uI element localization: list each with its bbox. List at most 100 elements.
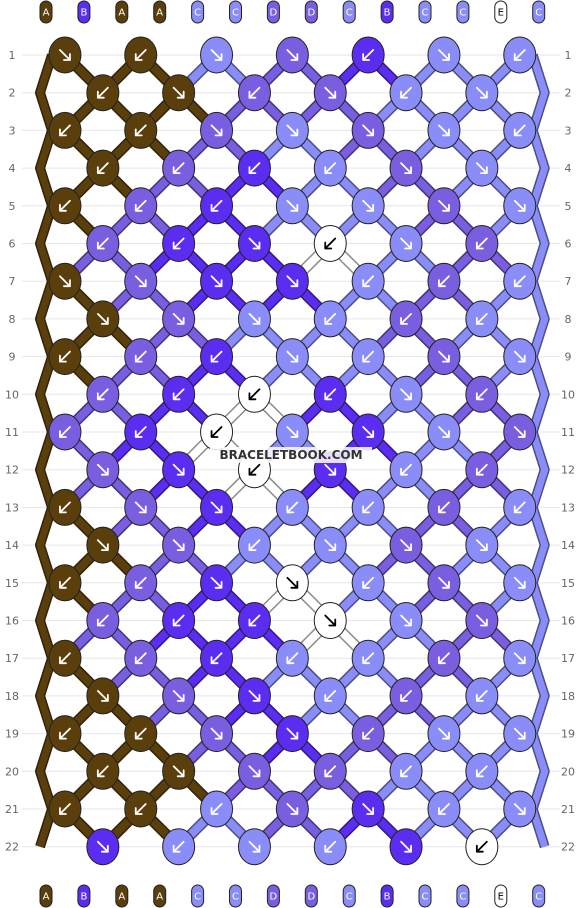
knot xyxy=(48,488,82,526)
arrow-down-right-icon xyxy=(324,463,337,476)
row-number-right: 9 xyxy=(565,351,572,364)
row-number-left: 21 xyxy=(5,803,19,816)
knot xyxy=(427,36,461,74)
arrow-down-left-icon xyxy=(134,727,147,740)
row-number-right: 6 xyxy=(565,238,572,251)
row-number-right: 7 xyxy=(565,275,572,288)
knot xyxy=(427,111,461,149)
arrow-down-right-icon xyxy=(513,727,526,740)
arrow-down-left-icon xyxy=(59,199,71,212)
arrow-down-left-icon xyxy=(134,350,147,363)
arrow-down-right-icon xyxy=(475,614,488,627)
arrow-down-left-icon xyxy=(210,652,223,665)
row-number-left: 6 xyxy=(9,238,16,251)
row-number-left: 1 xyxy=(9,49,16,62)
bottom-strand-letter: B xyxy=(80,892,87,903)
arrow-down-left-icon xyxy=(248,162,261,174)
knot xyxy=(48,187,82,225)
row-number-left: 19 xyxy=(5,728,19,741)
arrow-down-left-icon xyxy=(210,350,223,363)
top-strand-pill xyxy=(77,0,91,24)
knot xyxy=(86,149,120,187)
arrow-down-right-icon xyxy=(172,313,185,325)
bottom-strand-letter: A xyxy=(43,892,50,903)
knot xyxy=(124,413,158,451)
arrow-down-left-icon xyxy=(172,237,185,250)
knot xyxy=(237,74,271,112)
knot xyxy=(48,564,82,602)
knot xyxy=(275,187,309,225)
bottom-strand-letter: E xyxy=(498,892,504,903)
knot xyxy=(351,262,385,300)
row-number-right: 1 xyxy=(565,49,572,62)
arrow-down-left-icon xyxy=(210,426,223,438)
arrow-down-left-icon xyxy=(59,350,71,363)
bottom-strand-pill xyxy=(191,884,205,908)
top-strand-letter: C xyxy=(422,8,429,19)
knot xyxy=(162,602,196,639)
knot xyxy=(124,488,158,526)
knot xyxy=(275,488,309,526)
knot xyxy=(200,36,234,74)
knot xyxy=(48,715,82,753)
knot xyxy=(313,74,347,112)
knot xyxy=(86,451,120,489)
arrow-down-left-icon xyxy=(362,576,375,589)
arrow-down-left-icon xyxy=(324,388,337,401)
knot xyxy=(389,828,423,866)
knot xyxy=(162,752,196,790)
arrow-down-right-icon xyxy=(134,501,147,514)
knot xyxy=(275,338,309,376)
arrow-down-right-icon xyxy=(248,840,261,853)
top-strand-letter: C xyxy=(346,8,353,19)
arrow-down-right-icon xyxy=(286,426,299,438)
arrow-down-left-icon xyxy=(400,463,412,476)
arrow-down-left-icon xyxy=(513,124,526,137)
knot xyxy=(465,828,499,866)
top-strand-pill xyxy=(418,0,432,24)
top-strand-letter: C xyxy=(535,8,542,19)
top-strand-pill xyxy=(115,0,129,24)
knot xyxy=(427,564,461,602)
arrow-down-left-icon xyxy=(362,275,375,288)
row-number-right: 8 xyxy=(565,313,572,326)
knot xyxy=(275,413,309,451)
arrow-down-right-icon xyxy=(96,539,109,551)
knot xyxy=(351,111,385,149)
arrow-down-left-icon xyxy=(134,49,147,61)
arrow-down-right-icon xyxy=(248,690,261,702)
top-strand-pill xyxy=(532,0,546,24)
knot xyxy=(427,338,461,376)
arrow-down-right-icon xyxy=(210,576,223,589)
row-number-right: 12 xyxy=(561,464,575,477)
arrow-down-left-icon xyxy=(324,690,337,702)
arrow-down-left-icon xyxy=(362,49,375,61)
knot xyxy=(162,677,196,715)
arrow-down-left-icon xyxy=(324,162,337,174)
arrow-down-right-icon xyxy=(475,539,488,551)
arrow-down-right-icon xyxy=(172,86,185,99)
arrow-down-left-icon xyxy=(172,388,185,401)
arrow-down-left-icon xyxy=(438,652,450,665)
arrow-down-left-icon xyxy=(210,199,223,212)
arrow-down-right-icon xyxy=(96,690,109,702)
arrow-down-left-icon xyxy=(96,237,109,250)
arrow-down-right-icon xyxy=(400,840,412,853)
knot xyxy=(200,715,234,753)
top-strand-letter: D xyxy=(307,8,315,19)
arrow-down-right-icon xyxy=(210,124,223,137)
arrow-down-right-icon xyxy=(475,162,488,174)
arrow-down-left-icon xyxy=(475,463,488,476)
arrow-down-left-icon xyxy=(59,124,71,137)
top-strand-letter: C xyxy=(194,8,201,19)
knot xyxy=(162,828,196,866)
row-number-left: 11 xyxy=(5,426,19,439)
row-number-right: 10 xyxy=(561,388,575,401)
arrow-down-right-icon xyxy=(400,237,412,250)
arrow-down-right-icon xyxy=(210,49,223,61)
arrow-down-right-icon xyxy=(513,803,526,815)
knot xyxy=(86,375,120,413)
knot xyxy=(465,752,499,790)
